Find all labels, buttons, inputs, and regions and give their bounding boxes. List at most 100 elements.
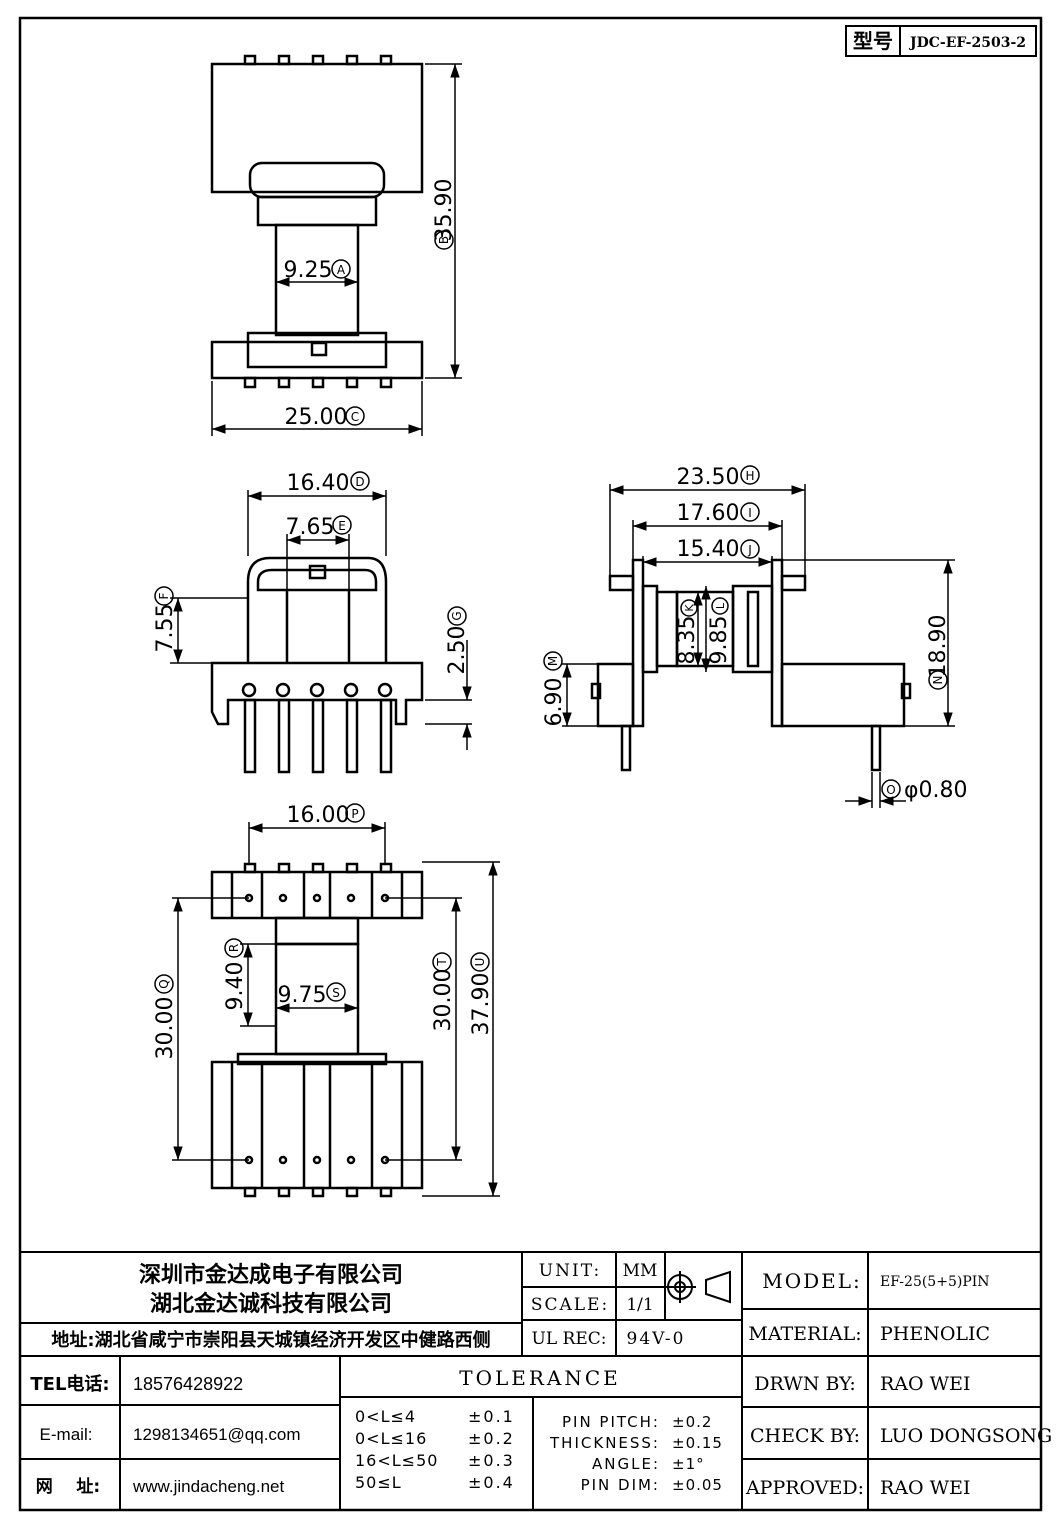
svg-text:Q: Q: [157, 979, 171, 988]
dim-C-marker: C: [345, 406, 365, 426]
tolerance-range-value: ±0.3: [468, 1451, 515, 1470]
tolerance-other-label: PIN DIM:: [581, 1476, 660, 1494]
dim-F-value: 7.55: [153, 604, 178, 653]
svg-text:F: F: [157, 592, 171, 599]
scale-label: SCALE:: [531, 1295, 609, 1315]
dim-U-marker: U: [470, 952, 490, 972]
tolerance-range: 0<L≤4: [355, 1407, 416, 1426]
tolerance-other-value: ±0.05: [672, 1476, 723, 1494]
dim-L-marker: L: [711, 597, 729, 615]
tolerance-other-value: ±1°: [672, 1455, 705, 1473]
dim-M-marker: M: [543, 651, 563, 671]
tolerance-range: 50≤L: [355, 1473, 402, 1492]
tolerance-title: TOLERANCE: [459, 1366, 621, 1390]
model-value: EF-25(5+5)PIN: [880, 1274, 990, 1290]
projection-symbol-icon: [664, 1270, 731, 1304]
svg-text:M: M: [546, 656, 560, 666]
dim-C-value: 25.00: [285, 405, 348, 430]
ul-label: UL REC:: [532, 1329, 607, 1349]
dim-P-value: 16.00: [287, 803, 350, 828]
tolerance-other-label: THICKNESS:: [549, 1434, 660, 1452]
dim-J-marker: J: [740, 539, 760, 559]
front-view-dims: [170, 490, 472, 750]
dim-H-marker: H: [740, 465, 760, 485]
svg-text:A: A: [337, 263, 346, 277]
tolerance-other-value: ±0.15: [672, 1434, 723, 1452]
tolerance-range-value: ±0.2: [468, 1429, 515, 1448]
svg-text:S: S: [332, 986, 340, 1000]
tolerance-ranges: 0<L≤4±0.10<L≤16±0.216<L≤50±0.350≤L±0.4: [355, 1407, 515, 1492]
svg-text:C: C: [351, 410, 359, 424]
tolerance-other-label: PIN PITCH:: [562, 1413, 660, 1431]
dim-K-marker: K: [680, 599, 698, 617]
unit-value: MM: [623, 1261, 658, 1281]
sheet-border: [18, 16, 1043, 1512]
dim-A-value: 9.25: [284, 258, 333, 283]
svg-text:J: J: [747, 543, 752, 557]
dim-F-marker: F: [154, 586, 174, 606]
email-label: E-mail:: [40, 1425, 93, 1444]
dim-R-marker: R: [224, 938, 244, 958]
dim-B-marker: B: [434, 230, 454, 250]
dim-P-marker: P: [345, 803, 365, 823]
side-view-dims: [562, 484, 955, 808]
web-value: www.jindacheng.net: [132, 1477, 284, 1496]
side-view: [590, 558, 912, 772]
email-value: 1298134651@qq.com: [133, 1425, 301, 1444]
dim-G-marker: G: [447, 606, 467, 626]
check-value: LUO DONGSONG: [880, 1425, 1052, 1447]
dim-O-value: φ0.80: [904, 778, 968, 803]
dim-G-value: 2.50: [445, 626, 470, 675]
dim-S-value: 9.75: [278, 983, 327, 1008]
tolerance-other-label: ANGLE:: [592, 1455, 660, 1473]
material-label: MATERIAL:: [748, 1323, 861, 1345]
tolerance-range: 16<L≤50: [355, 1451, 438, 1470]
dim-S-marker: S: [326, 982, 346, 1002]
tolerance-range: 0<L≤16: [355, 1429, 427, 1448]
approved-value: RAO WEI: [880, 1477, 971, 1499]
svg-text:G: G: [450, 611, 464, 620]
dim-Q-marker: Q: [154, 974, 174, 994]
dim-K-value: 8.35: [675, 616, 700, 665]
ul-value: 94V-0: [627, 1329, 686, 1349]
svg-text:H: H: [745, 469, 754, 483]
svg-text:P: P: [351, 807, 358, 821]
tolerance-range-value: ±0.1: [468, 1407, 515, 1426]
model-code-value: JDC-EF-2503-2: [908, 35, 1026, 51]
dim-T-marker: T: [432, 952, 452, 972]
svg-text:K: K: [683, 604, 696, 612]
svg-text:E: E: [338, 519, 346, 533]
unit-label: UNIT:: [539, 1261, 601, 1281]
dim-B-value: 35.90: [432, 179, 457, 242]
dim-I-value: 17.60: [677, 501, 740, 526]
title-block: [20, 1251, 1041, 1510]
dim-D-value: 16.40: [287, 471, 350, 496]
material-value: PHENOLIC: [880, 1323, 990, 1345]
svg-text:O: O: [886, 783, 895, 797]
dim-M-value: 6.90: [542, 678, 567, 727]
tolerance-other-value: ±0.2: [672, 1413, 712, 1431]
dim-H-value: 23.50: [677, 465, 740, 490]
dim-R-value: 9.40: [223, 962, 248, 1011]
svg-text:I: I: [748, 506, 752, 520]
dim-A-marker: A: [331, 259, 351, 279]
dim-E-value: 7.65: [286, 515, 335, 540]
dim-O-marker: O: [881, 779, 901, 799]
top-view-dims: [211, 63, 462, 436]
dim-I-marker: I: [740, 502, 760, 522]
dim-D-marker: D: [350, 471, 370, 491]
drawn-value: RAO WEI: [880, 1373, 971, 1395]
check-label: CHECK BY:: [750, 1425, 860, 1447]
svg-text:N: N: [931, 676, 945, 685]
svg-text:L: L: [714, 602, 727, 609]
svg-text:R: R: [227, 944, 241, 952]
dim-N-marker: N: [928, 670, 948, 690]
dim-L-value: 9.85: [707, 616, 732, 665]
bottom-view: [210, 862, 424, 1198]
model-code-label: 型号: [853, 29, 893, 53]
dim-U-value: 37.90: [469, 973, 494, 1036]
dim-J-value: 15.40: [677, 537, 740, 562]
dim-T-value: 30.00: [431, 969, 456, 1032]
svg-text:U: U: [473, 958, 487, 967]
